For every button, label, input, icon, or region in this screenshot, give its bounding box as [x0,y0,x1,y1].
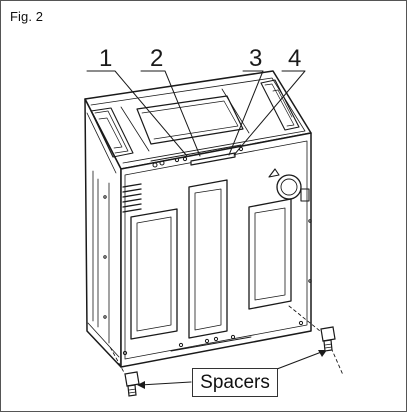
left-spacer [124,371,140,397]
callout-1: 1 [99,45,113,72]
callout-leaders [86,70,306,157]
vent-grille [122,183,142,213]
figure-label: Fig. 2 [10,9,44,24]
top-recess-window [136,95,244,145]
callout-4: 4 [288,45,302,72]
spacers-label: Spacers [192,368,278,397]
left-recess-panel [130,208,178,340]
rear-port [268,168,310,202]
right-top-rail [260,79,300,131]
right-spacer [320,326,336,352]
back-panel [120,132,312,368]
callout-3: 3 [249,45,263,72]
arrowhead-left [137,381,145,389]
center-recess-panel [188,179,228,339]
base-screws [103,195,312,356]
left-top-rail [90,107,134,158]
arrowhead-right [318,350,327,357]
right-recess-panel [248,198,292,310]
callout-2: 2 [150,45,164,72]
